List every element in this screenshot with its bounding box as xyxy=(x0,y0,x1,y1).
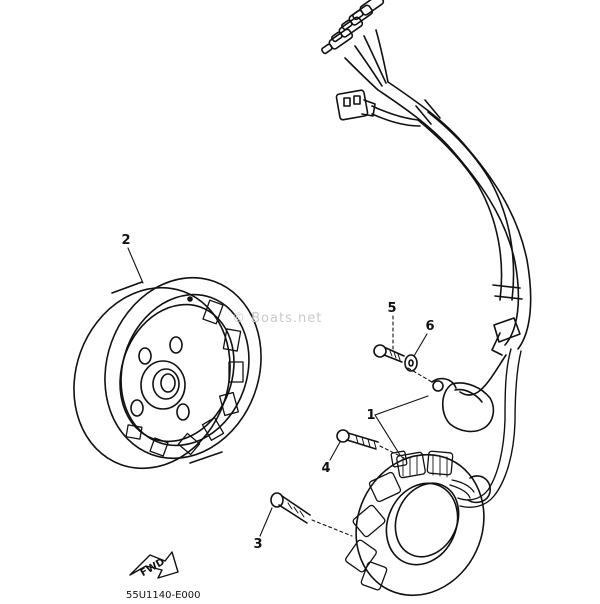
wire-harness xyxy=(344,29,532,508)
rotor-flywheel xyxy=(73,276,262,470)
screw-part-3 xyxy=(270,492,311,524)
screw-part-5 xyxy=(373,344,405,363)
callout-5: 5 xyxy=(387,301,396,316)
coupler-connector xyxy=(335,89,376,121)
callout-3: 3 xyxy=(253,537,262,552)
screw-part-4 xyxy=(336,429,379,450)
leader-lines xyxy=(127,247,433,537)
callout-4: 4 xyxy=(321,461,330,476)
fwd-arrow-icon: FWD xyxy=(129,551,179,580)
callout-2: 2 xyxy=(121,233,130,248)
watermark-text: © Boats.net xyxy=(232,311,322,326)
bullet-connectors xyxy=(321,0,385,55)
washer-part-6 xyxy=(404,354,418,372)
callout-1: 1 xyxy=(366,408,375,423)
stator-assembly xyxy=(345,377,495,597)
fwd-label: FWD xyxy=(139,557,167,580)
callout-6: 6 xyxy=(425,319,434,334)
figure-code: 55U1140-E000 xyxy=(126,590,201,600)
